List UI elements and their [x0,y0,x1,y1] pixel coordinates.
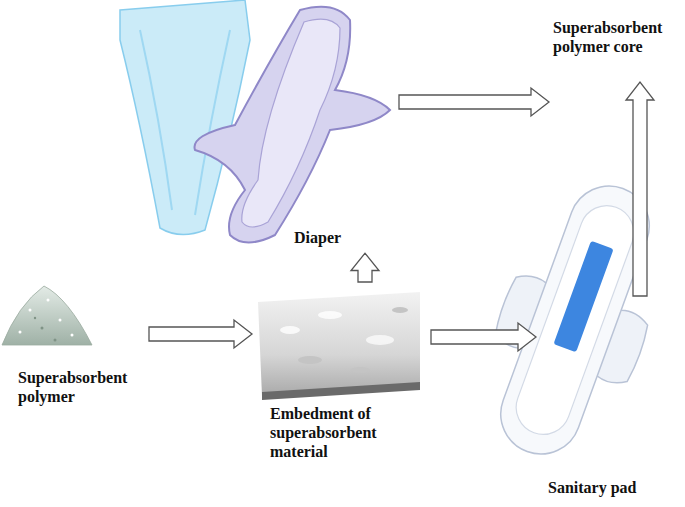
sanitary-pad-illustration [459,164,685,477]
node-label: Superabsorbent polymer [18,368,143,406]
illustration-node: Embedment of superabsorbent material [256,286,427,468]
polymer-heap [2,286,92,345]
block-arrow [351,253,379,282]
node-label: Superabsorbent polymer core [553,18,681,56]
illustration-node: Superabsorbent polymer [2,278,145,414]
node-label: Embedment of superabsorbent material [270,404,425,462]
illustration-node: Sanitary pad [540,300,682,503]
block-arrow [149,320,252,348]
block-arrow [399,88,549,116]
absorbent-slab [258,292,420,400]
block-arrow [431,323,536,351]
illustration-node: Diaper [108,2,395,249]
diaper-illustration [120,0,390,243]
node-label: Diaper [294,228,374,247]
node-label: Sanitary pad [548,478,678,497]
block-arrow [626,82,654,296]
illustration-node: Superabsorbent polymer core [553,18,683,78]
